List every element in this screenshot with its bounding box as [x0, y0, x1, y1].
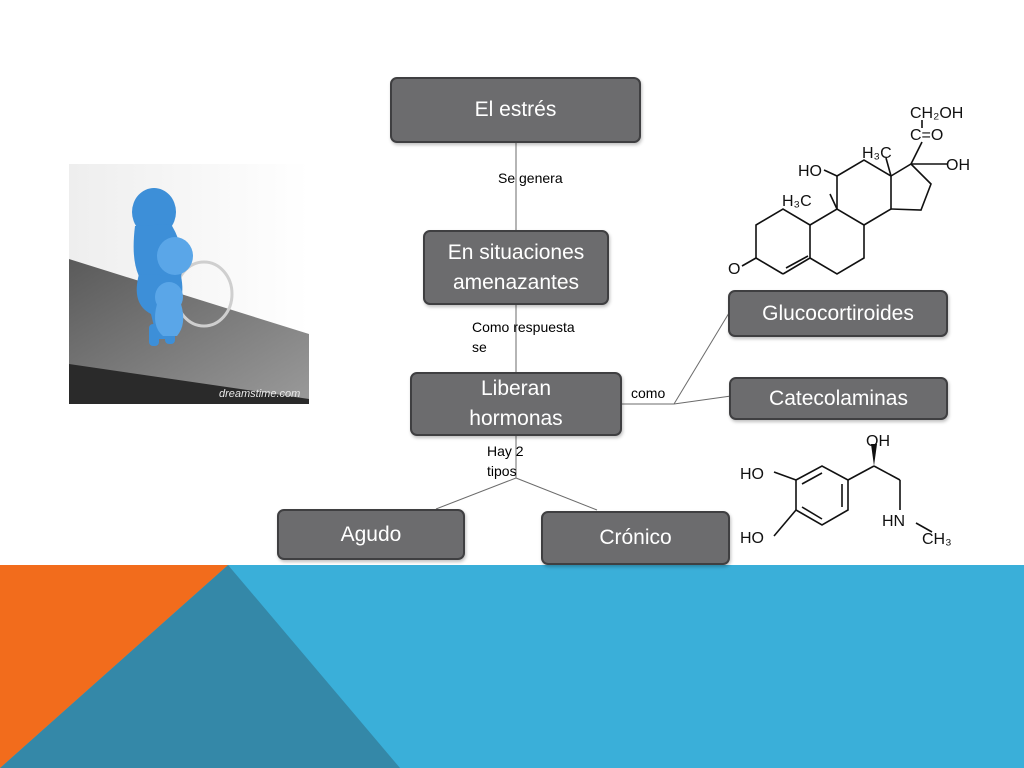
- node-situations-line1: En situaciones: [447, 240, 585, 264]
- cortisol-h3c-top: H₃C: [862, 145, 892, 162]
- node-acute-label: Agudo: [340, 522, 402, 546]
- edge-label-generates: Se genera: [498, 170, 563, 186]
- stress-figure-photo: dreamstime.com: [69, 164, 309, 404]
- adrenaline-structure: OH HO HO HN CH₃: [740, 433, 952, 548]
- edge-label-response-line1: Como respuesta: [472, 319, 575, 335]
- node-chronic: Crónico: [541, 511, 730, 565]
- node-glucocorticoids-label: Glucocortiroides: [762, 301, 914, 325]
- node-release-line1: Liberan: [480, 377, 552, 400]
- edge-branch-acute: [435, 477, 517, 510]
- edge-label-as: como: [631, 385, 666, 401]
- adrenaline-oh: OH: [866, 433, 890, 450]
- cortisol-h3c-mid: H₃C: [782, 193, 812, 210]
- cortisol-structure: CH₂OH C=O OH H₃C HO H₃C O: [728, 105, 970, 278]
- edge-label-types-line1: Hay 2: [487, 443, 524, 459]
- cortisol-oh: OH: [946, 157, 970, 174]
- edge-como-catecholamines: [673, 395, 732, 405]
- bottom-banner: [0, 565, 1024, 768]
- node-threatening-situations: En situaciones amenazantes: [423, 230, 609, 305]
- adrenaline-bonds: [773, 465, 933, 537]
- cortisol-co: C=O: [910, 127, 943, 144]
- banner-dark-triangle: [0, 565, 400, 768]
- edge-label-response-line2: se: [472, 339, 487, 355]
- adrenaline-atom-labels: OH HO HO HN CH₃: [740, 433, 952, 548]
- node-release-line2: hormonas: [469, 407, 563, 430]
- adrenaline-ho-bottom: HO: [740, 530, 764, 547]
- cortisol-ho: HO: [798, 163, 822, 180]
- cortisol-bonds: [741, 120, 948, 275]
- adrenaline-hn: HN: [882, 513, 905, 530]
- adrenaline-ho-top: HO: [740, 466, 764, 483]
- node-catecholamines-label: Catecolaminas: [769, 386, 908, 410]
- cortisol-atom-labels: CH₂OH C=O OH H₃C HO H₃C O: [728, 105, 970, 278]
- node-catecholamines: Catecolaminas: [729, 377, 948, 420]
- adrenaline-ch3: CH₃: [922, 531, 952, 548]
- edge-label-types-line2: tipos: [487, 463, 517, 479]
- node-chronic-label: Crónico: [599, 526, 672, 549]
- slope-surface: [69, 259, 309, 404]
- banner-orange-triangle: [0, 565, 228, 768]
- child-figure: [155, 237, 193, 336]
- node-release-hormones: Liberan hormonas: [410, 372, 622, 436]
- node-acute: Agudo: [277, 509, 465, 560]
- adrenaline-wedge: [871, 444, 877, 466]
- edge-como-glucocorticoids: [673, 312, 730, 405]
- edge-branch-chronic: [515, 477, 598, 511]
- node-situations-line2: amenazantes: [452, 270, 580, 294]
- watermark: dreamstime.com: [219, 388, 300, 400]
- edge-label-response: Como respuesta se: [472, 317, 575, 357]
- node-stress: El estrés: [390, 77, 641, 143]
- slope-shadow: [69, 364, 309, 404]
- edge-label-types: Hay 2 tipos: [487, 441, 524, 481]
- node-glucocorticoids: Glucocortiroides: [728, 290, 948, 337]
- cortisol-ch2oh: CH₂OH: [910, 105, 963, 122]
- cortisol-o: O: [728, 261, 740, 278]
- node-stress-label: El estrés: [474, 98, 557, 121]
